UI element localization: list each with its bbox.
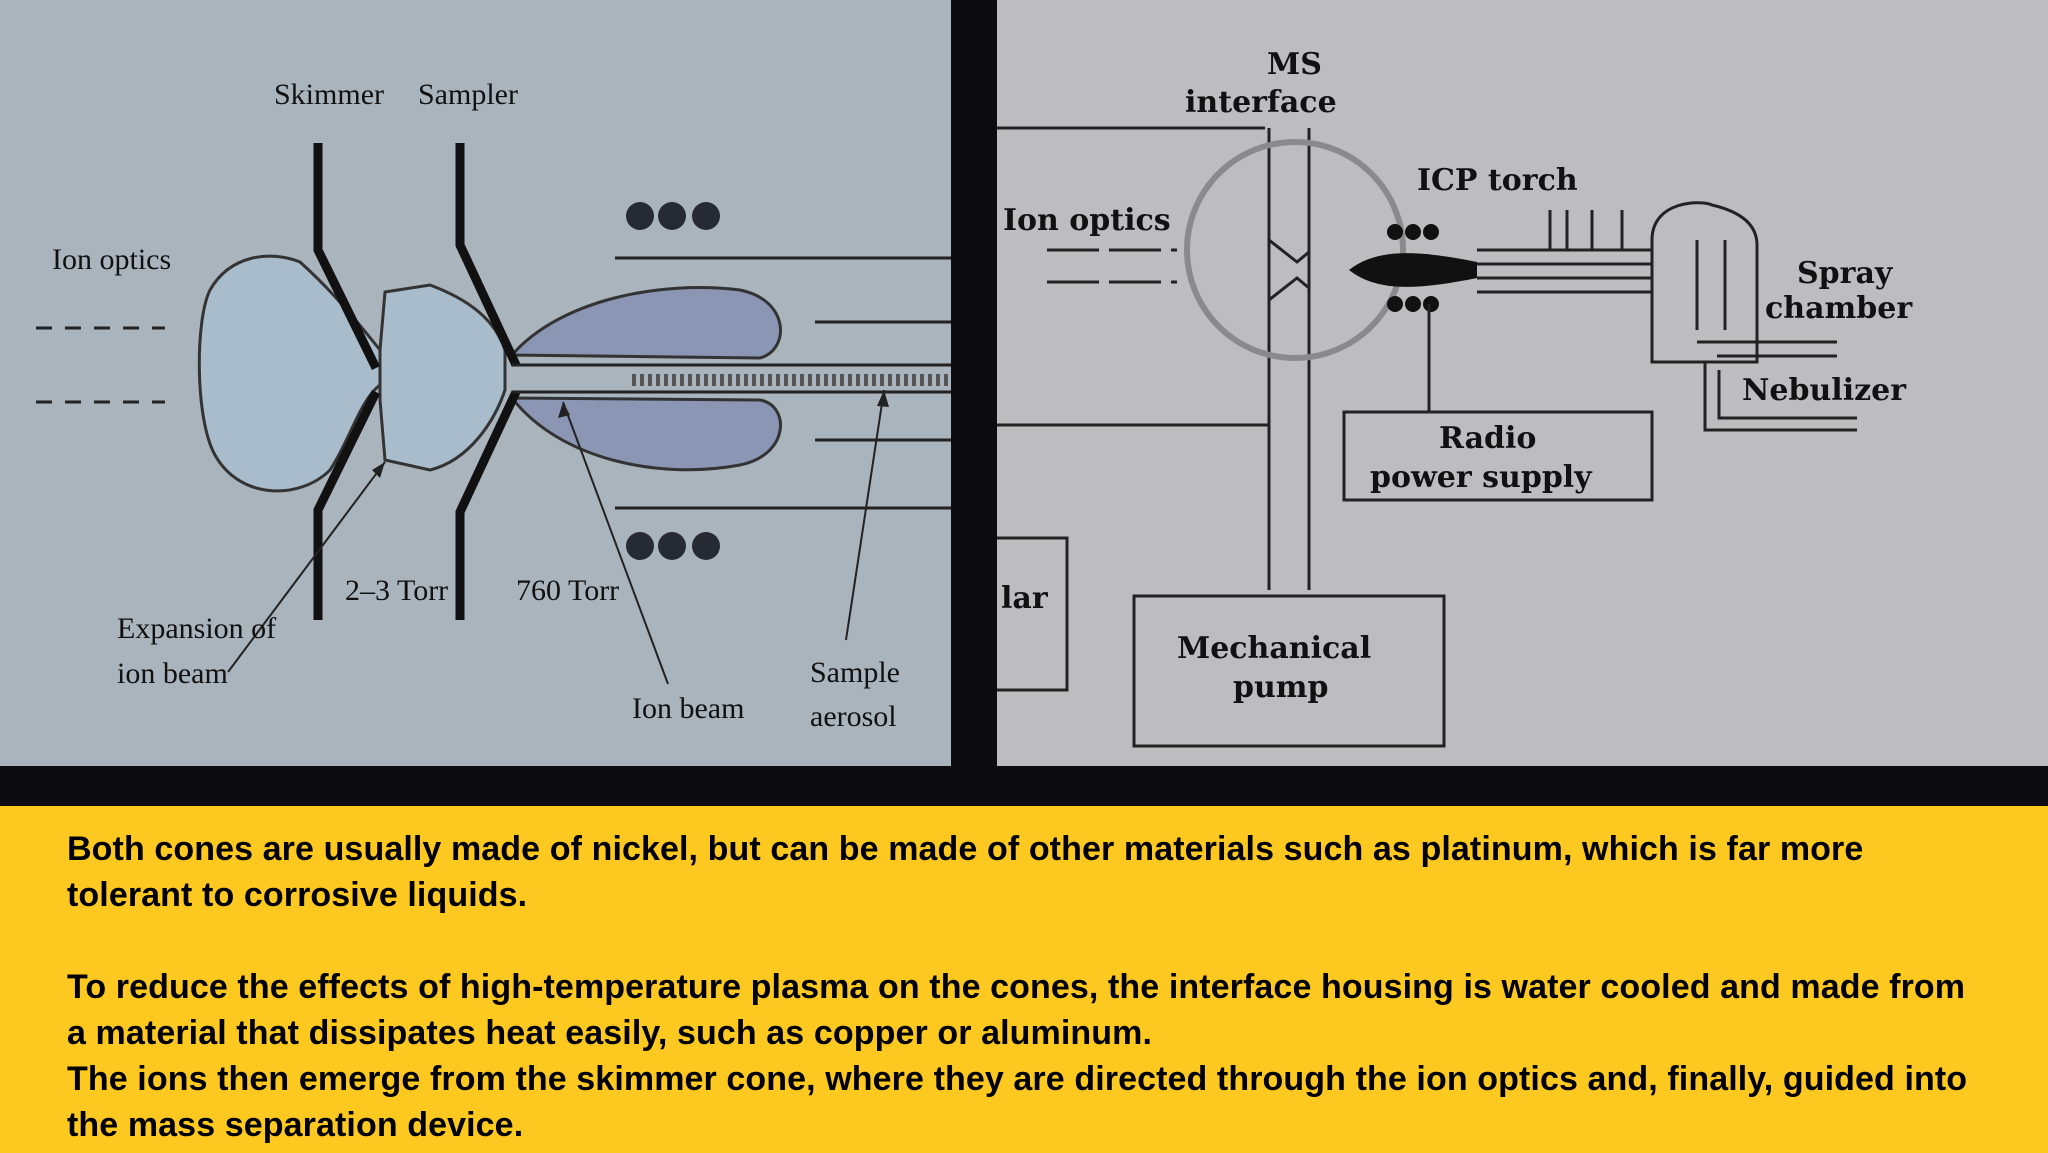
spray-chamber-label-line1: Spray: [1797, 256, 1894, 291]
intercone-region: [378, 283, 507, 472]
mechanical-pump-label-line2: pump: [1233, 670, 1329, 705]
pressure-low-label: 2–3 Torr: [345, 574, 448, 607]
sample-aerosol-label-line1: Sample: [810, 656, 900, 689]
coil-dot: [658, 532, 686, 560]
skimmer-label: Skimmer: [274, 78, 384, 111]
icp-torch-label: ICP torch: [1417, 163, 1578, 198]
icp-ms-schematic-diagram: MS interface ICP torch Ion optics Spray …: [997, 0, 2048, 766]
skimmer-cone-lower: [313, 390, 381, 620]
radio-power-supply-label-line2: power supply: [1370, 460, 1593, 495]
ms-interface-label-line2: interface: [1185, 85, 1337, 120]
ion-optics-label: Ion optics: [1003, 203, 1171, 238]
plasma-upper-lobe: [508, 286, 782, 360]
expansion-label-line1: Expansion of: [117, 612, 276, 645]
separator-bar: [0, 766, 2048, 806]
caption-paragraph-cooling: To reduce the effects of high-temperatur…: [67, 968, 1966, 1052]
sampler-cone-lower: [455, 390, 521, 620]
icp-ms-schematic-svg: MS interface ICP torch Ion optics Spray …: [997, 47, 1913, 748]
sampler-label: Sampler: [418, 78, 518, 111]
caption-paragraph-cone-materials: Both cones are usually made of nickel, b…: [67, 830, 1864, 914]
mechanical-pump-box: [1132, 594, 1446, 748]
caption-paragraph-ion-optics: The ions then emerge from the skimmer co…: [67, 1060, 1968, 1144]
spray-chamber: [1650, 201, 1759, 364]
cone-upper: [1268, 238, 1310, 264]
expansion-pointer: [227, 461, 386, 673]
ion-optics-label: Ion optics: [52, 243, 171, 276]
coil-dot: [1423, 296, 1439, 312]
aerosol-pointer: [845, 389, 885, 641]
ion-beam-arrowhead: [558, 402, 570, 418]
coil-dot: [692, 202, 720, 230]
cone-lower: [1268, 276, 1310, 302]
panel-divider: [951, 0, 997, 766]
pressure-atm-label: 760 Torr: [516, 574, 619, 607]
mechanical-pump-label-line1: Mechanical: [1177, 631, 1371, 666]
aerosol-arrowhead: [877, 390, 889, 407]
expansion-label-line2: ion beam: [117, 657, 228, 690]
coil-dot: [1405, 224, 1421, 240]
nebulizer-drain: [1703, 362, 1857, 432]
sample-aerosol-label-line2: aerosol: [810, 700, 897, 733]
partial-box: [997, 536, 1069, 692]
sampler-cone-upper: [455, 143, 521, 367]
caption-panel: Both cones are usually made of nickel, b…: [0, 806, 2048, 1153]
coil-dot: [1423, 224, 1439, 240]
interface-cross-section-diagram: Skimmer Sampler Ion optics 2–3 Torr 760 …: [0, 0, 951, 766]
nebulizer-label: Nebulizer: [1742, 373, 1907, 408]
skimmer-cone-upper: [313, 143, 381, 370]
ion-beam-expansion-region: [197, 254, 382, 493]
coil-dot: [626, 202, 654, 230]
ion-beam-label: Ion beam: [632, 692, 744, 725]
interface-cross-section-svg: Skimmer Sampler Ion optics 2–3 Torr 760 …: [36, 78, 951, 733]
ms-interface-highlight-circle: [1184, 139, 1406, 361]
radio-power-supply-label-line1: Radio: [1439, 421, 1536, 456]
plasma-lower-lobe: [508, 396, 782, 472]
partial-label: lar: [1001, 581, 1049, 616]
ms-interface-label-line1: MS: [1267, 47, 1322, 82]
expansion-arrowhead: [372, 462, 385, 478]
radio-power-supply-box: [1342, 410, 1654, 502]
plasma-flame: [1349, 253, 1477, 287]
coil-dot: [1387, 224, 1403, 240]
coil-dot: [1387, 296, 1403, 312]
nebulizer-drain-inner: [1717, 370, 1857, 420]
coil-dot: [626, 532, 654, 560]
coil-dot: [692, 532, 720, 560]
spray-chamber-label-line2: chamber: [1765, 291, 1913, 326]
ion-beam-pointer: [562, 401, 669, 685]
coil-dot: [658, 202, 686, 230]
coil-dot: [1405, 296, 1421, 312]
